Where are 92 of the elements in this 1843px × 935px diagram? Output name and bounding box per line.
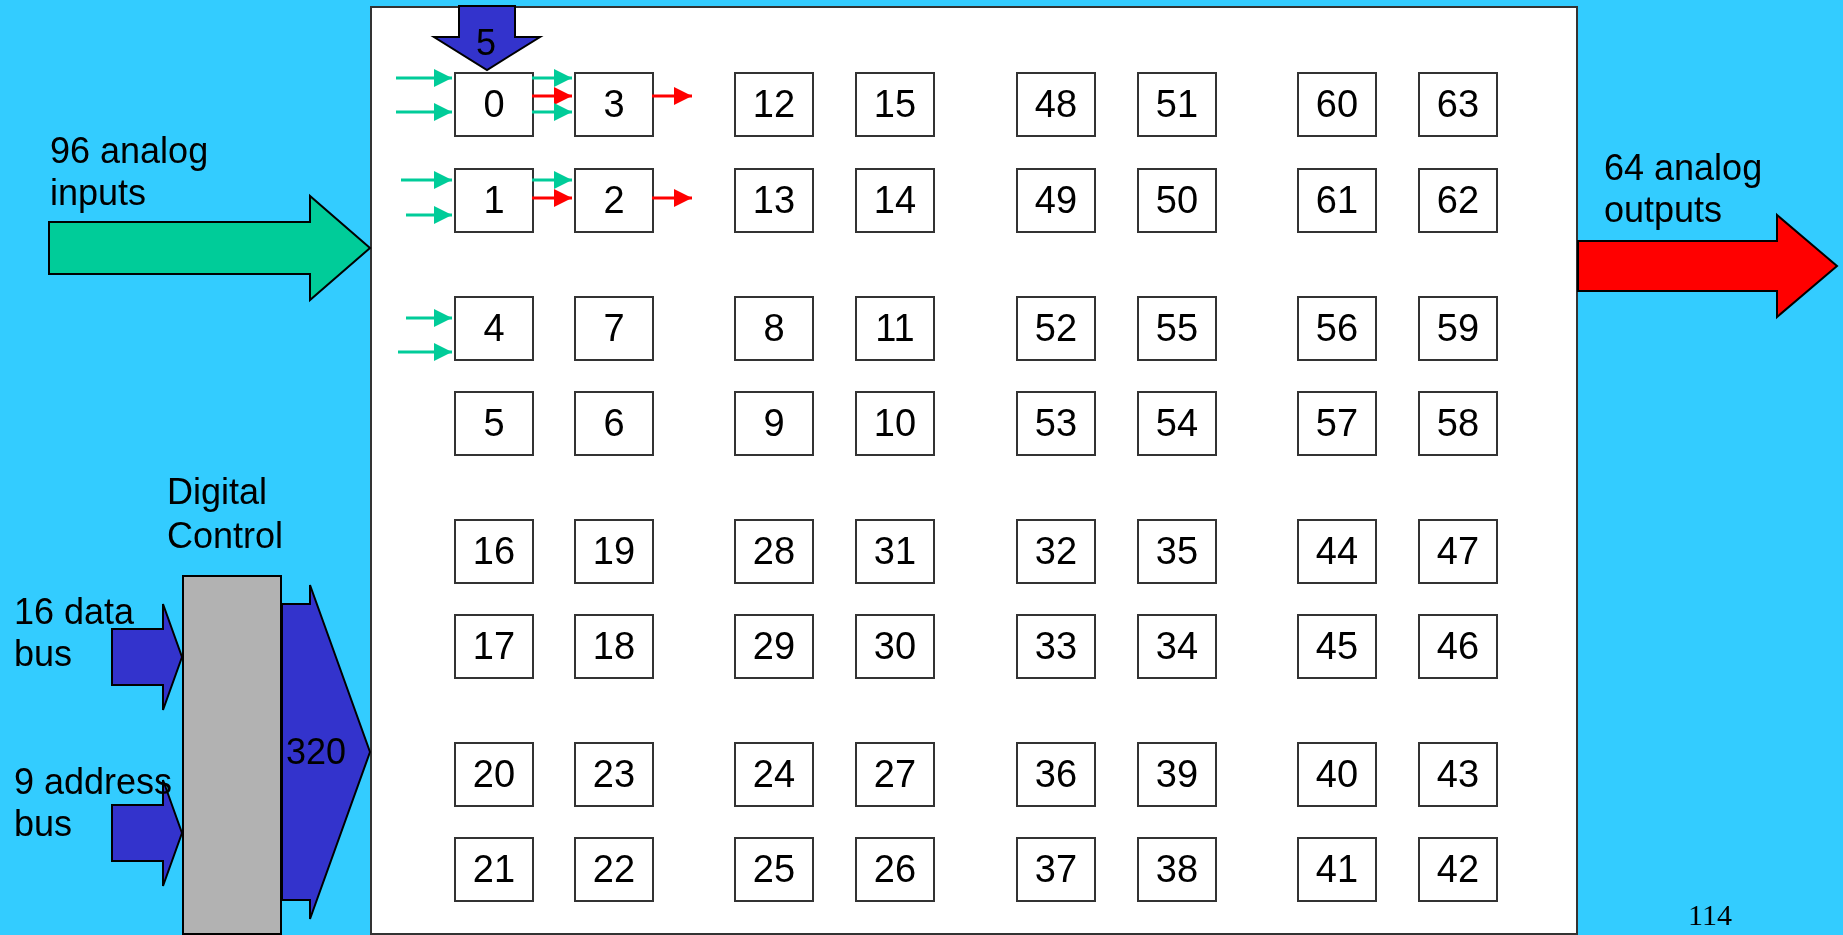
numbered-cell: 32: [1016, 519, 1096, 584]
numbered-cell: 10: [855, 391, 935, 456]
numbered-cell: 5: [454, 391, 534, 456]
edge-label: 16 data bus: [14, 591, 136, 675]
arrow: [396, 69, 452, 87]
arrow: [406, 206, 452, 224]
block-arrow: [1577, 212, 1839, 320]
numbered-cell: 9: [734, 391, 814, 456]
numbered-cell: 21: [454, 837, 534, 902]
numbered-cell: 36: [1016, 742, 1096, 807]
numbered-cell: 62: [1418, 168, 1498, 233]
numbered-cell: 4: [454, 296, 534, 361]
numbered-cell: 17: [454, 614, 534, 679]
numbered-cell: 13: [734, 168, 814, 233]
numbered-cell: 29: [734, 614, 814, 679]
numbered-cell: 18: [574, 614, 654, 679]
numbered-cell: 8: [734, 296, 814, 361]
numbered-cell: 42: [1418, 837, 1498, 902]
numbered-cell: 55: [1137, 296, 1217, 361]
arrow: [532, 171, 572, 189]
numbered-cell: 41: [1297, 837, 1377, 902]
arrow: [652, 189, 692, 207]
arrow: [532, 87, 572, 105]
numbered-cell: 63: [1418, 72, 1498, 137]
chip-panel: [370, 6, 1578, 935]
numbered-cell: 26: [855, 837, 935, 902]
block-arrow: [111, 603, 184, 711]
numbered-cell: 0: [454, 72, 534, 137]
block-heading: Digital Control: [167, 470, 285, 558]
numbered-cell: 30: [855, 614, 935, 679]
numbered-cell: 46: [1418, 614, 1498, 679]
arrow: [396, 103, 452, 121]
numbered-cell: 54: [1137, 391, 1217, 456]
numbered-cell: 34: [1137, 614, 1217, 679]
numbered-cell: 37: [1016, 837, 1096, 902]
block-arrow: [430, 5, 544, 72]
numbered-cell: 56: [1297, 296, 1377, 361]
numbered-cell: 14: [855, 168, 935, 233]
numbered-cell: 59: [1418, 296, 1498, 361]
numbered-cell: 40: [1297, 742, 1377, 807]
numbered-cell: 49: [1016, 168, 1096, 233]
numbered-cell: 31: [855, 519, 935, 584]
block-arrow: [48, 193, 372, 303]
numbered-cell: 19: [574, 519, 654, 584]
numbered-cell: 44: [1297, 519, 1377, 584]
numbered-cell: 6: [574, 391, 654, 456]
numbered-cell: 12: [734, 72, 814, 137]
numbered-cell: 39: [1137, 742, 1217, 807]
numbered-cell: 23: [574, 742, 654, 807]
numbered-cell: 52: [1016, 296, 1096, 361]
block-arrow: [281, 584, 372, 920]
numbered-cell: 28: [734, 519, 814, 584]
arrow: [401, 171, 452, 189]
numbered-cell: 11: [855, 296, 935, 361]
numbered-cell: 60: [1297, 72, 1377, 137]
numbered-cell: 45: [1297, 614, 1377, 679]
numbered-cell: 43: [1418, 742, 1498, 807]
numbered-cell: 16: [454, 519, 534, 584]
numbered-cell: 61: [1297, 168, 1377, 233]
numbered-cell: 38: [1137, 837, 1217, 902]
page-number: 114: [1688, 898, 1732, 932]
numbered-cell: 3: [574, 72, 654, 137]
numbered-cell: 58: [1418, 391, 1498, 456]
edge-label: 64 analog outputs: [1604, 147, 1764, 231]
arrow: [652, 87, 692, 105]
numbered-cell: 15: [855, 72, 935, 137]
numbered-cell: 1: [454, 168, 534, 233]
numbered-cell: 7: [574, 296, 654, 361]
edge-label: 9 address bus: [14, 761, 174, 845]
numbered-cell: 48: [1016, 72, 1096, 137]
numbered-cell: 35: [1137, 519, 1217, 584]
arrow: [532, 103, 572, 121]
numbered-cell: 27: [855, 742, 935, 807]
edge-label: 96 analog inputs: [50, 130, 210, 214]
arrow: [406, 309, 452, 327]
arrow: [398, 343, 452, 361]
numbered-cell: 50: [1137, 168, 1217, 233]
numbered-cell: 57: [1297, 391, 1377, 456]
numbered-cell: 22: [574, 837, 654, 902]
numbered-cell: 2: [574, 168, 654, 233]
numbered-cell: 24: [734, 742, 814, 807]
numbered-cell: 25: [734, 837, 814, 902]
arrow: [532, 189, 572, 207]
block-arrow: [111, 779, 184, 887]
numbered-cell: 53: [1016, 391, 1096, 456]
numbered-cell: 47: [1418, 519, 1498, 584]
numbered-cell: 33: [1016, 614, 1096, 679]
arrow: [532, 69, 572, 87]
numbered-cell: 51: [1137, 72, 1217, 137]
edge-label: 320: [286, 731, 348, 773]
numbered-cell: 20: [454, 742, 534, 807]
edge-label: 5: [476, 22, 498, 64]
